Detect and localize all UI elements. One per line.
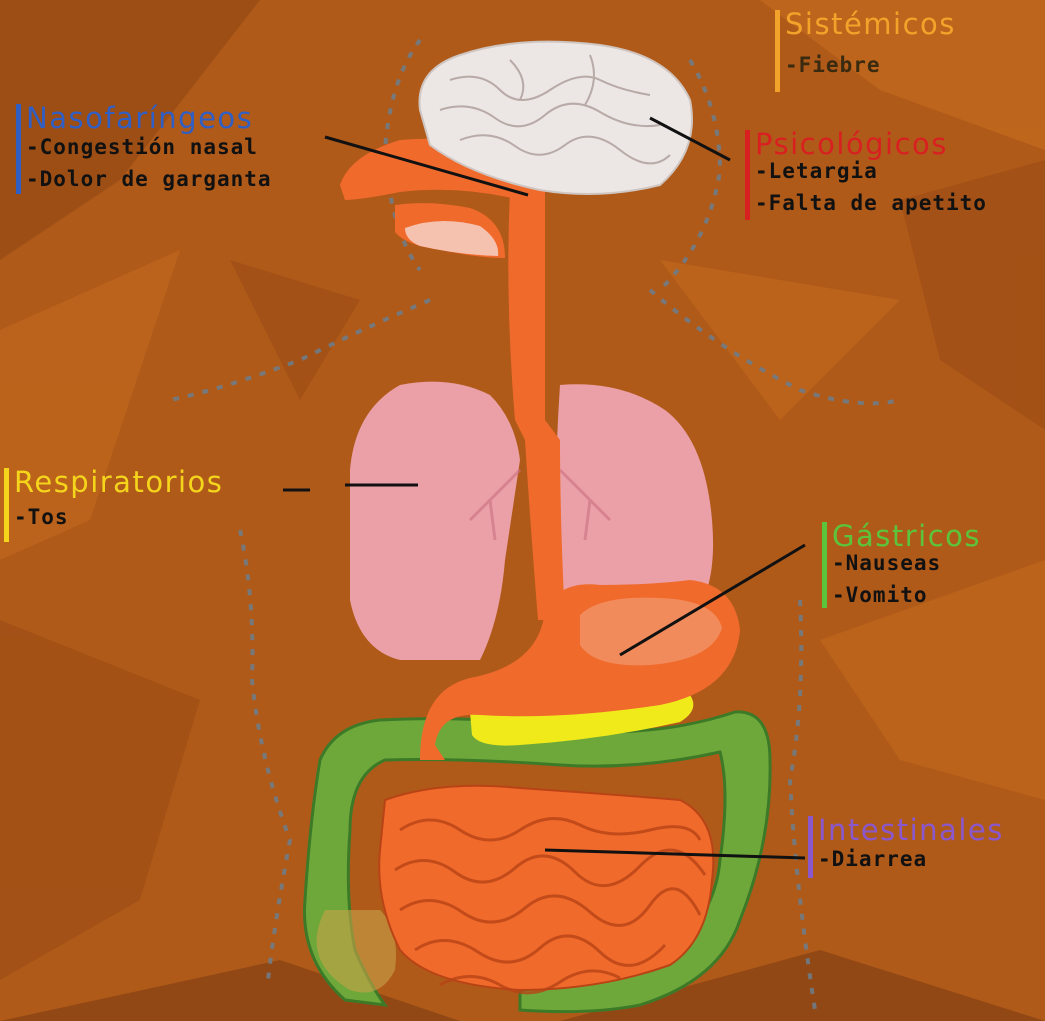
group-gastricos: Gástricos -Nauseas -Vomito <box>822 520 1037 608</box>
group-intestinales-title: Intestinales <box>818 814 1004 846</box>
group-intestinales-item-1: -Diarrea <box>818 846 927 872</box>
group-respiratorios-item-1: -Tos <box>14 504 69 530</box>
group-nasofaringeos-item-1: -Congestión nasal <box>26 134 258 160</box>
group-nasofaringeos: Nasofaríngeos -Congestión nasal -Dolor d… <box>16 102 356 194</box>
group-sistemicos-item-1: -Fiebre <box>785 52 881 78</box>
group-gastricos-item-2: -Vomito <box>832 582 928 608</box>
group-respiratorios-title: Respiratorios <box>14 466 223 498</box>
group-nasofaringeos-bar <box>16 104 21 194</box>
group-intestinales-bar <box>808 816 813 878</box>
small-intestine <box>379 786 713 993</box>
group-respiratorios: Respiratorios -Tos <box>4 466 289 542</box>
group-nasofaringeos-item-2: -Dolor de garganta <box>26 166 272 192</box>
group-gastricos-title: Gástricos <box>832 520 981 552</box>
group-respiratorios-bar <box>4 468 9 542</box>
group-sistemicos-title: Sistémicos <box>785 8 956 40</box>
group-psicologicos-bar <box>745 130 750 220</box>
group-nasofaringeos-title: Nasofaríngeos <box>26 102 253 134</box>
group-intestinales: Intestinales -Diarrea <box>808 814 1043 878</box>
group-psicologicos-item-1: -Letargia <box>755 158 878 184</box>
group-psicologicos-item-2: -Falta de apetito <box>755 190 987 216</box>
group-gastricos-bar <box>822 522 827 608</box>
group-psicologicos-title: Psicológicos <box>755 128 948 160</box>
left-lung <box>350 382 520 660</box>
group-psicologicos: Psicológicos -Letargia -Falta de apetito <box>745 128 1040 220</box>
group-sistemicos-bar <box>775 10 780 92</box>
group-sistemicos: Sistémicos -Fiebre <box>775 8 1035 92</box>
group-gastricos-item-1: -Nauseas <box>832 550 941 576</box>
